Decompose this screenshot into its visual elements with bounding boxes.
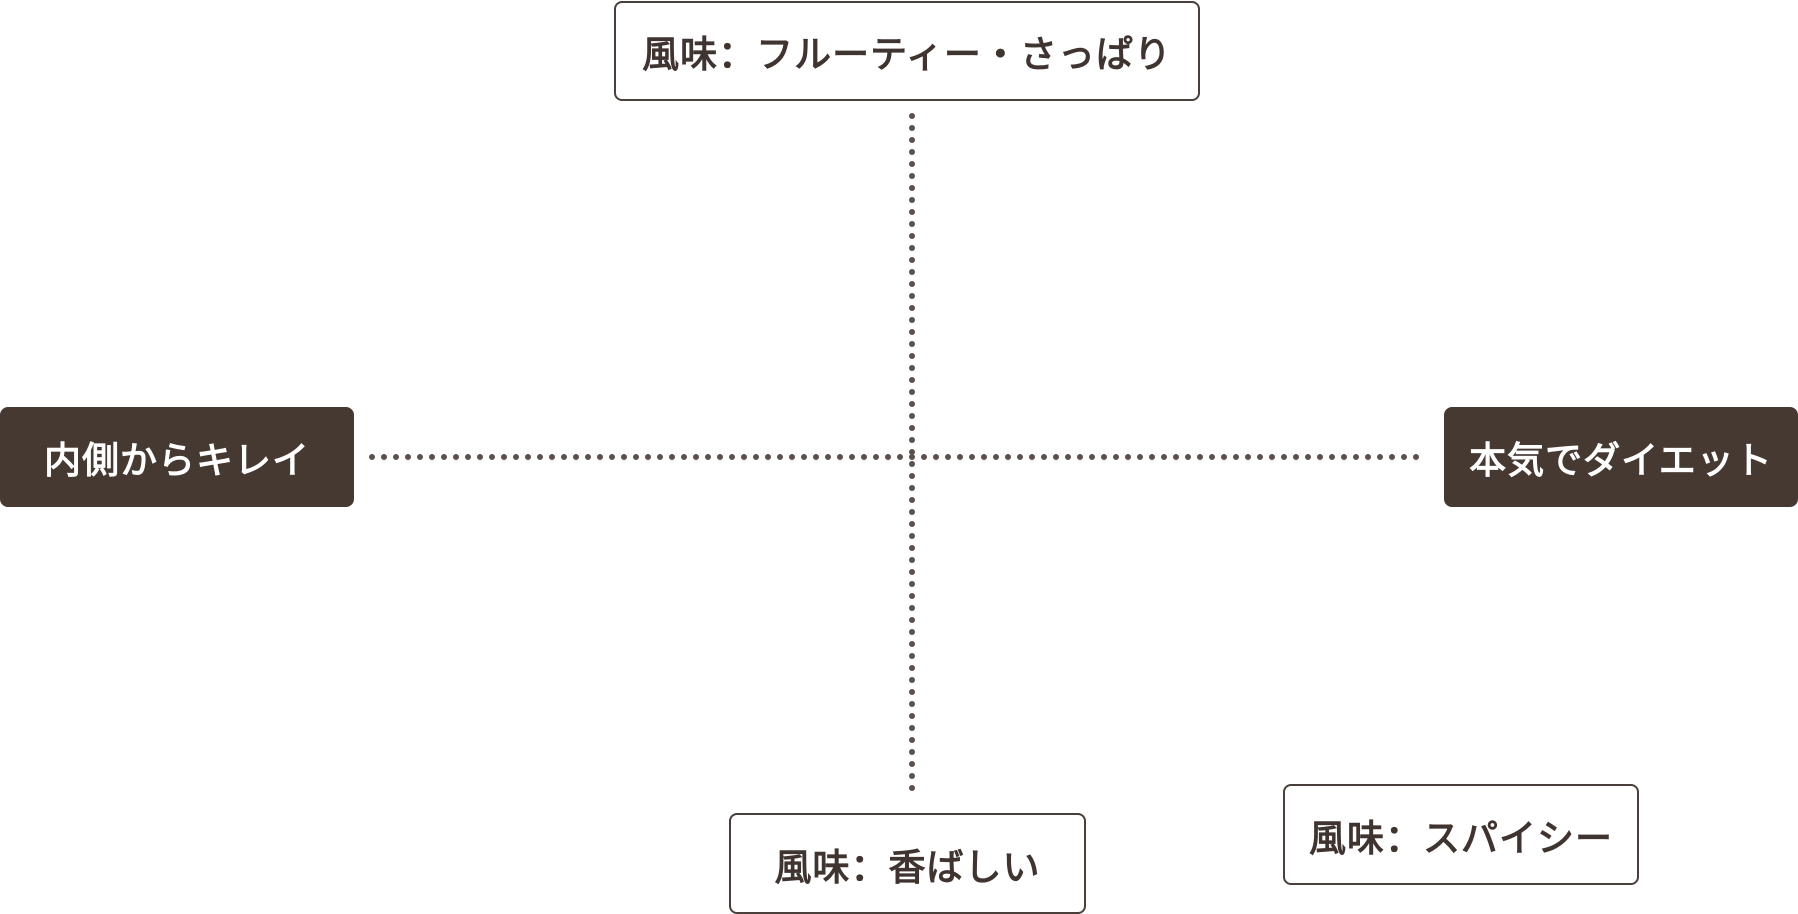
bottom-label-box: 風味：香ばしい: [729, 813, 1086, 914]
left-label-text: 内側からキレイ: [44, 439, 310, 482]
bottom-label-text: 風味：香ばしい: [774, 845, 1041, 889]
top-label-box: 風味：フルーティー・さっぱり: [614, 1, 1200, 101]
top-label-text: 風味：フルーティー・さっぱり: [642, 33, 1172, 76]
spicy-label-box: 風味：スパイシー: [1283, 784, 1639, 885]
right-label-text: 本気でダイエット: [1469, 439, 1773, 482]
left-label-box: 内側からキレイ: [0, 407, 354, 507]
right-label-box: 本気でダイエット: [1444, 407, 1798, 507]
spicy-label-text: 風味：スパイシー: [1309, 816, 1613, 860]
